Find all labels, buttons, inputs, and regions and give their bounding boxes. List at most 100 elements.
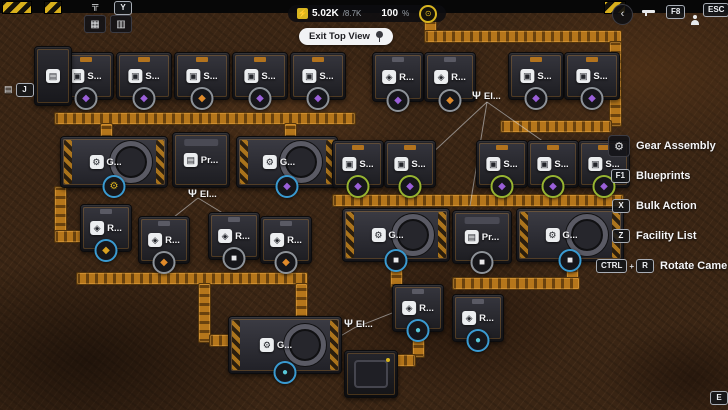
machine-chip: ▣S... bbox=[588, 157, 620, 171]
machine-type-icon: ◈ bbox=[148, 233, 163, 247]
panel-icon: ▤ bbox=[4, 84, 13, 95]
machine-chip: ▣S... bbox=[520, 69, 552, 83]
machine-type-icon: ▤ bbox=[183, 153, 198, 167]
machine-type-icon: ▣ bbox=[576, 69, 591, 83]
hazard-cap bbox=[156, 140, 164, 184]
machine-smelter[interactable]: ▣S...◆ bbox=[508, 52, 564, 110]
e-key-badge[interactable]: E bbox=[710, 391, 728, 405]
machine-gear-assembly[interactable]: ⚙G...● bbox=[228, 316, 342, 384]
machine-chip: ◈R... bbox=[462, 311, 494, 325]
exit-top-view-label: Exit Top View bbox=[309, 31, 370, 42]
machine-smelter[interactable]: ▣S...◆ bbox=[116, 52, 172, 110]
output-item-icon: ■ bbox=[222, 247, 246, 270]
output-item-icon: ◆ bbox=[274, 251, 298, 274]
machine-terminal[interactable]: ▤ bbox=[34, 46, 72, 106]
machine-smelter[interactable]: ▣S... ◆ bbox=[564, 52, 620, 110]
menu-item-bulk-action[interactable]: X Bulk Action bbox=[596, 196, 728, 216]
machine-label: R... bbox=[235, 230, 250, 242]
machine-refiner[interactable]: ◈R...◆ bbox=[138, 216, 190, 274]
machine-label: G... bbox=[279, 156, 296, 168]
machine-label: R... bbox=[419, 302, 434, 314]
machine-type-icon: ⚙ bbox=[371, 228, 386, 242]
j-key-badge[interactable]: J bbox=[15, 83, 34, 97]
output-item-icon: ◆ bbox=[580, 87, 604, 110]
currency-icon: ⊙ bbox=[419, 4, 438, 23]
menu-item-blueprints[interactable]: F1 Blueprints bbox=[596, 166, 728, 186]
facility-shortcut-icon[interactable]: ▥ bbox=[110, 15, 132, 33]
machine-label: G... bbox=[106, 156, 122, 168]
machine-smelter[interactable]: ▣S...◆ bbox=[332, 140, 384, 198]
machine-refiner[interactable]: ◈R...■ bbox=[208, 212, 260, 270]
machine-label: G... bbox=[276, 339, 293, 351]
output-item-icon: ◆ bbox=[132, 87, 156, 110]
output-item-icon: ■ bbox=[470, 251, 494, 274]
machine-chip: ⚙G... bbox=[89, 155, 122, 169]
hazard-cap bbox=[240, 140, 248, 184]
exit-top-view-button[interactable]: Exit Top View bbox=[299, 28, 393, 45]
machine-refiner[interactable]: ◈R...◆ bbox=[424, 52, 476, 112]
pin-icon bbox=[375, 31, 383, 42]
conveyor-belt bbox=[76, 272, 308, 285]
gear-assembly-icon: ⚙ bbox=[608, 135, 630, 157]
menu-item-gear-assembly[interactable]: ⚙ Gear Assembly bbox=[596, 135, 728, 157]
menu-item-facility-list[interactable]: Z Facility List bbox=[596, 226, 728, 246]
machine-chip: ⚙G... bbox=[545, 228, 578, 242]
machine-press[interactable]: ▤Pr... bbox=[172, 132, 230, 188]
output-item-icon: ◆ bbox=[275, 175, 299, 198]
machine-refiner[interactable]: ◈R...◆ bbox=[80, 204, 132, 262]
back-button[interactable]: ‹ bbox=[612, 4, 633, 25]
left-hint: ▤ J bbox=[4, 83, 34, 97]
machine-chip: ▤Pr... bbox=[464, 230, 499, 244]
menu-item-rotate-camera[interactable]: CTRL + R Rotate Camera bbox=[596, 256, 728, 276]
power-current: 5.02K bbox=[312, 8, 339, 19]
machine-label: S... bbox=[145, 70, 160, 82]
machine-refiner[interactable]: ◈R...◆ bbox=[260, 216, 312, 274]
weapon-icon bbox=[642, 8, 656, 16]
machine-smelter[interactable]: ▣S...◆ bbox=[476, 140, 528, 198]
machine-smelter[interactable]: ▣S...◆ bbox=[174, 52, 230, 110]
hazard-stripe bbox=[44, 1, 62, 14]
efficiency-value: 100 bbox=[381, 8, 399, 19]
machine-smelter[interactable]: ▣S...◆ bbox=[290, 52, 346, 110]
machine-storage-box[interactable] bbox=[344, 350, 398, 398]
machine-label: R... bbox=[399, 71, 414, 83]
machine-gear-assembly[interactable]: ⚙G...◆ bbox=[236, 136, 338, 198]
machine-type-icon: ⚙ bbox=[259, 338, 274, 352]
f8-key-badge[interactable]: F8 bbox=[666, 5, 686, 19]
machine-gear-assembly[interactable]: ⚙G... ■ bbox=[516, 208, 624, 272]
machine-press[interactable]: ▤Pr... ■ bbox=[452, 210, 512, 274]
machine-smelter[interactable]: ▣S...◆ bbox=[527, 140, 579, 198]
pylon-label: El... bbox=[199, 188, 217, 200]
y-key-badge[interactable]: Y bbox=[114, 1, 132, 15]
machine-label: R... bbox=[479, 312, 494, 324]
machine-type-icon: ▣ bbox=[186, 69, 201, 83]
machine-label: R... bbox=[165, 234, 180, 246]
r-key-badge: R bbox=[636, 259, 654, 273]
machine-gear-assembly[interactable]: ⚙G...⚙ bbox=[60, 136, 168, 198]
machine-refiner[interactable]: ◈R...● bbox=[392, 284, 444, 342]
machine-chip: ▣S... bbox=[576, 69, 608, 83]
esc-key-badge[interactable]: ESC bbox=[703, 3, 728, 17]
hazard-cap bbox=[330, 320, 338, 370]
machine-gear-assembly[interactable]: ⚙G...■ bbox=[342, 208, 450, 272]
machine-type-icon: ▣ bbox=[486, 157, 501, 171]
machine-label: S... bbox=[319, 70, 334, 82]
machine-chip: ▤ bbox=[46, 69, 60, 83]
machine-smelter[interactable]: ▣S...◆ bbox=[384, 140, 436, 198]
machine-chip: ◈R... bbox=[402, 301, 434, 315]
machine-chip: ▣S... bbox=[302, 69, 334, 83]
output-item-icon: ■ bbox=[558, 249, 582, 272]
output-item-icon: ◆ bbox=[541, 175, 565, 198]
machine-smelter[interactable]: ▣S...◆ bbox=[232, 52, 288, 110]
facility-shortcut-icon[interactable]: ▦ bbox=[84, 15, 106, 33]
machine-type-icon: ◈ bbox=[462, 311, 477, 325]
plus-sign: + bbox=[629, 261, 634, 271]
pylon-icon: Ψ bbox=[188, 188, 197, 200]
machine-refiner[interactable]: ◈R...◆ bbox=[372, 52, 424, 112]
machine-refiner[interactable]: ◈R...● bbox=[452, 294, 504, 352]
output-item-icon: ◆ bbox=[386, 89, 410, 112]
